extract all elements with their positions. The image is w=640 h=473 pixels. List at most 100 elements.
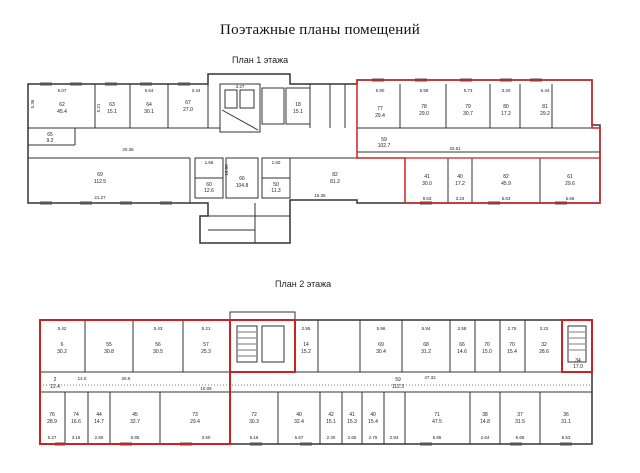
f1-room-no: 60 bbox=[206, 182, 212, 188]
f2-room-no: 32 bbox=[541, 342, 547, 348]
f2-room-area: 30.8 bbox=[104, 349, 114, 355]
f1-dim: 15.36 bbox=[314, 193, 326, 198]
f2-room-no: 37 bbox=[517, 412, 523, 418]
f2-dim: 26.5 bbox=[122, 376, 131, 381]
floor1-dimensions: 5.36 6.07 5.21 5.64 3.44 3.27 5.80 5.58 … bbox=[30, 84, 575, 201]
f2-room-no: 44 bbox=[96, 412, 102, 418]
f2-room-area: 29.4 bbox=[190, 419, 200, 425]
f2-room-area: 17.0 bbox=[573, 364, 583, 370]
f1-room-area: 104.8 bbox=[236, 183, 249, 189]
f2-room-no: 14 bbox=[303, 342, 309, 348]
f2-room-area: 47.5 bbox=[432, 419, 442, 425]
f2-room-no: 76 bbox=[49, 412, 55, 418]
f1-dim: 6.44 bbox=[541, 88, 550, 93]
f2-room-no: 41 bbox=[349, 412, 355, 418]
f1-room-area: 81.2 bbox=[330, 179, 340, 185]
f1-room-area: 30.1 bbox=[144, 109, 154, 115]
f1-room-no: 63 bbox=[109, 102, 115, 108]
f1-room-area: 27.0 bbox=[183, 107, 193, 113]
f1-dim: 6.07 bbox=[58, 88, 67, 93]
f1-dim: 3.27 bbox=[236, 84, 245, 89]
f2-room-area: 15.4 bbox=[507, 349, 517, 355]
f1-room-no: 61 bbox=[567, 174, 573, 180]
f1-room-area: 29.4 bbox=[375, 113, 385, 119]
f2-dim: 5.84 bbox=[422, 326, 431, 331]
f1-room-area: 12.6 bbox=[204, 188, 214, 194]
f2-dim: 5.27 bbox=[48, 435, 57, 440]
f2-dim: 2.64 bbox=[481, 435, 490, 440]
f2-dim: 5.85 bbox=[131, 435, 140, 440]
f1-dim: 20.36 bbox=[122, 147, 134, 152]
f1-dim: 5.36 bbox=[30, 99, 35, 108]
f2-dim: 47.32 bbox=[424, 375, 436, 380]
f2-dim: 5.21 bbox=[202, 326, 211, 331]
f2-room-no: 57 bbox=[203, 342, 209, 348]
f1-room-no: 50 bbox=[273, 182, 279, 188]
f1-room-no: 66 bbox=[239, 176, 245, 182]
f2-room-no: 73 bbox=[192, 412, 198, 418]
f2-dim: 10.06 bbox=[200, 386, 212, 391]
f1-room-area: 29.2 bbox=[540, 111, 550, 117]
f2-room-area: 31.1 bbox=[561, 419, 571, 425]
f2-room-area: 30.5 bbox=[153, 349, 163, 355]
f2-room-area: 31.5 bbox=[515, 419, 525, 425]
f1-room-no: 67 bbox=[185, 100, 191, 106]
f2-room-area: 30.3 bbox=[249, 419, 259, 425]
f2-room-no: 72 bbox=[251, 412, 257, 418]
f1-room-no: 64 bbox=[146, 102, 152, 108]
f2-room-area: 12.4 bbox=[50, 384, 60, 390]
f1-dim: 5.64 bbox=[145, 88, 154, 93]
f2-room-no: 34 bbox=[575, 358, 581, 364]
f1-dim: 3.44 bbox=[192, 88, 201, 93]
f1-room-no: 82 bbox=[332, 172, 338, 178]
f1-room-no: 80 bbox=[503, 104, 509, 110]
f2-dim: 2.30 bbox=[327, 435, 336, 440]
f2-room-area: 15.1 bbox=[326, 419, 336, 425]
f1-room-area: 9.2 bbox=[47, 138, 54, 144]
f1-dim: 3.24 bbox=[456, 196, 465, 201]
f2-room-area: 15.3 bbox=[347, 419, 357, 425]
f1-dim: 6.63 bbox=[502, 196, 511, 201]
f2-dim: 14.0 bbox=[78, 376, 87, 381]
f2-room-area: 30.4 bbox=[376, 349, 386, 355]
f2-room-area: 15.2 bbox=[301, 349, 311, 355]
f1-room-area: 102.7 bbox=[378, 143, 391, 149]
f2-dim: 5.96 bbox=[377, 326, 386, 331]
f2-room-no: 55 bbox=[106, 342, 112, 348]
f2-room-no: 71 bbox=[434, 412, 440, 418]
f1-room-area: 17.2 bbox=[455, 181, 465, 187]
f1-room-no: 69 bbox=[97, 172, 103, 178]
f1-dim: 5.58 bbox=[420, 88, 429, 93]
f2-room-no: 40 bbox=[296, 412, 302, 418]
f1-room-area: 15.1 bbox=[293, 109, 303, 115]
floor2-plan bbox=[39, 311, 593, 446]
f1-room-no: 40 bbox=[457, 174, 463, 180]
f2-dim: 2.75 bbox=[508, 326, 517, 331]
f1-room-area: 30.7 bbox=[463, 111, 473, 117]
f1-dim: 5.21 bbox=[96, 103, 101, 112]
f1-dim: 9.63 bbox=[423, 196, 432, 201]
f2-dim: 2.55 bbox=[302, 326, 311, 331]
f2-dim: 2.75 bbox=[369, 435, 378, 440]
f2-room-no: 66 bbox=[459, 342, 465, 348]
f1-dim: 18.06 bbox=[224, 164, 229, 176]
floor2-label: План 2 этажа bbox=[275, 279, 332, 289]
f2-room-area: 112.3 bbox=[392, 384, 404, 390]
f2-room-area: 31.2 bbox=[421, 349, 431, 355]
f1-room-no: 59 bbox=[381, 137, 387, 143]
f1-room-area: 45.9 bbox=[501, 181, 511, 187]
f2-room-no: 45 bbox=[132, 412, 138, 418]
f1-room-area: 112.5 bbox=[94, 179, 106, 185]
f2-room-area: 30.2 bbox=[57, 349, 67, 355]
f1-room-no: 65 bbox=[47, 132, 53, 138]
f2-room-no: 74 bbox=[73, 412, 79, 418]
f2-room-area: 32.7 bbox=[130, 419, 140, 425]
f1-room-no: 41 bbox=[424, 174, 430, 180]
f2-dim: 2.65 bbox=[348, 435, 357, 440]
f1-room-no: 18 bbox=[295, 102, 301, 108]
f2-room-no: 2 bbox=[54, 377, 57, 383]
f2-room-area: 25.3 bbox=[201, 349, 211, 355]
f2-room-no: 40 bbox=[370, 412, 376, 418]
